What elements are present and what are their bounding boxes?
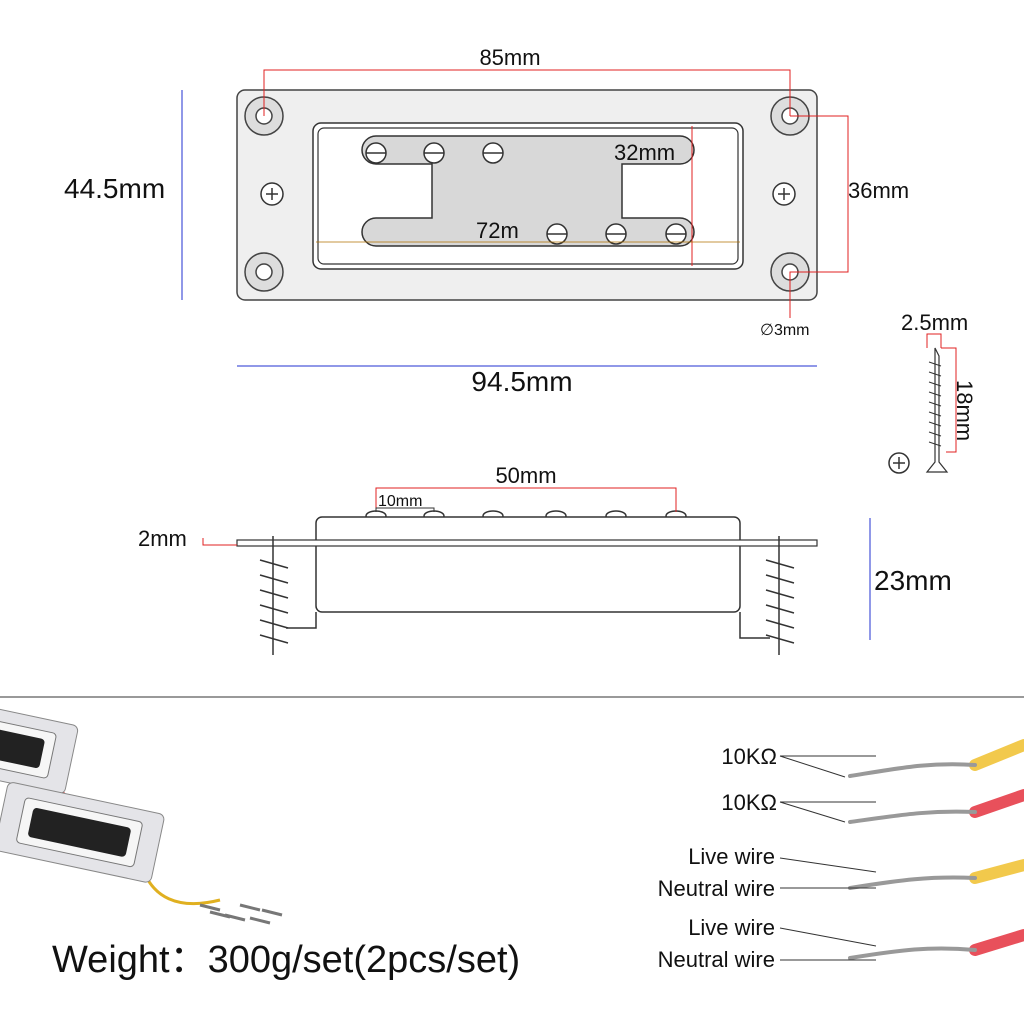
wire-label: Live wire	[688, 844, 775, 869]
wire-label: Neutral wire	[658, 947, 775, 972]
pickup-photo	[0, 693, 283, 925]
dim-44-5mm: 44.5mm	[64, 173, 165, 204]
dim-10mm: 10mm	[378, 493, 422, 510]
wire-label: 10KΩ	[721, 744, 777, 769]
springs	[259, 536, 795, 655]
pickup-body	[315, 516, 741, 613]
dim-50mm: 50mm	[495, 463, 556, 488]
weight-label: Weight：300g/set(2pcs/set)	[52, 939, 520, 981]
dim-hole-diameter: ∅3mm	[760, 322, 810, 339]
screw-detail: 2.5mm 18mm	[888, 310, 977, 474]
top-view: 85mm 44.5mm 32mm 36mm 72m ∅3mm 94.5mm	[64, 45, 909, 397]
wire-ends	[848, 739, 1024, 960]
dim-85mm: 85mm	[479, 45, 540, 70]
screw-length: 18mm	[952, 380, 977, 441]
dim-94-5mm: 94.5mm	[471, 366, 572, 397]
dim-2mm: 2mm	[138, 526, 187, 551]
dim-23mm: 23mm	[874, 565, 952, 596]
wire-label: 10KΩ	[721, 790, 777, 815]
dim-36mm: 36mm	[848, 178, 909, 203]
screw-diameter: 2.5mm	[901, 310, 968, 335]
pole-plate	[361, 135, 695, 247]
mounting-plate	[236, 539, 818, 547]
side-view: 50mm 10mm 2mm 23mm	[138, 463, 952, 655]
dim-72mm: 72m	[476, 218, 519, 243]
cross-screw-icon	[260, 182, 796, 206]
dim-32mm: 32mm	[614, 140, 675, 165]
wiring-labels: 10KΩ 10KΩ Live wire Neutral wire Live wi…	[658, 744, 777, 972]
wire-label: Live wire	[688, 915, 775, 940]
wire-label: Neutral wire	[658, 876, 775, 901]
